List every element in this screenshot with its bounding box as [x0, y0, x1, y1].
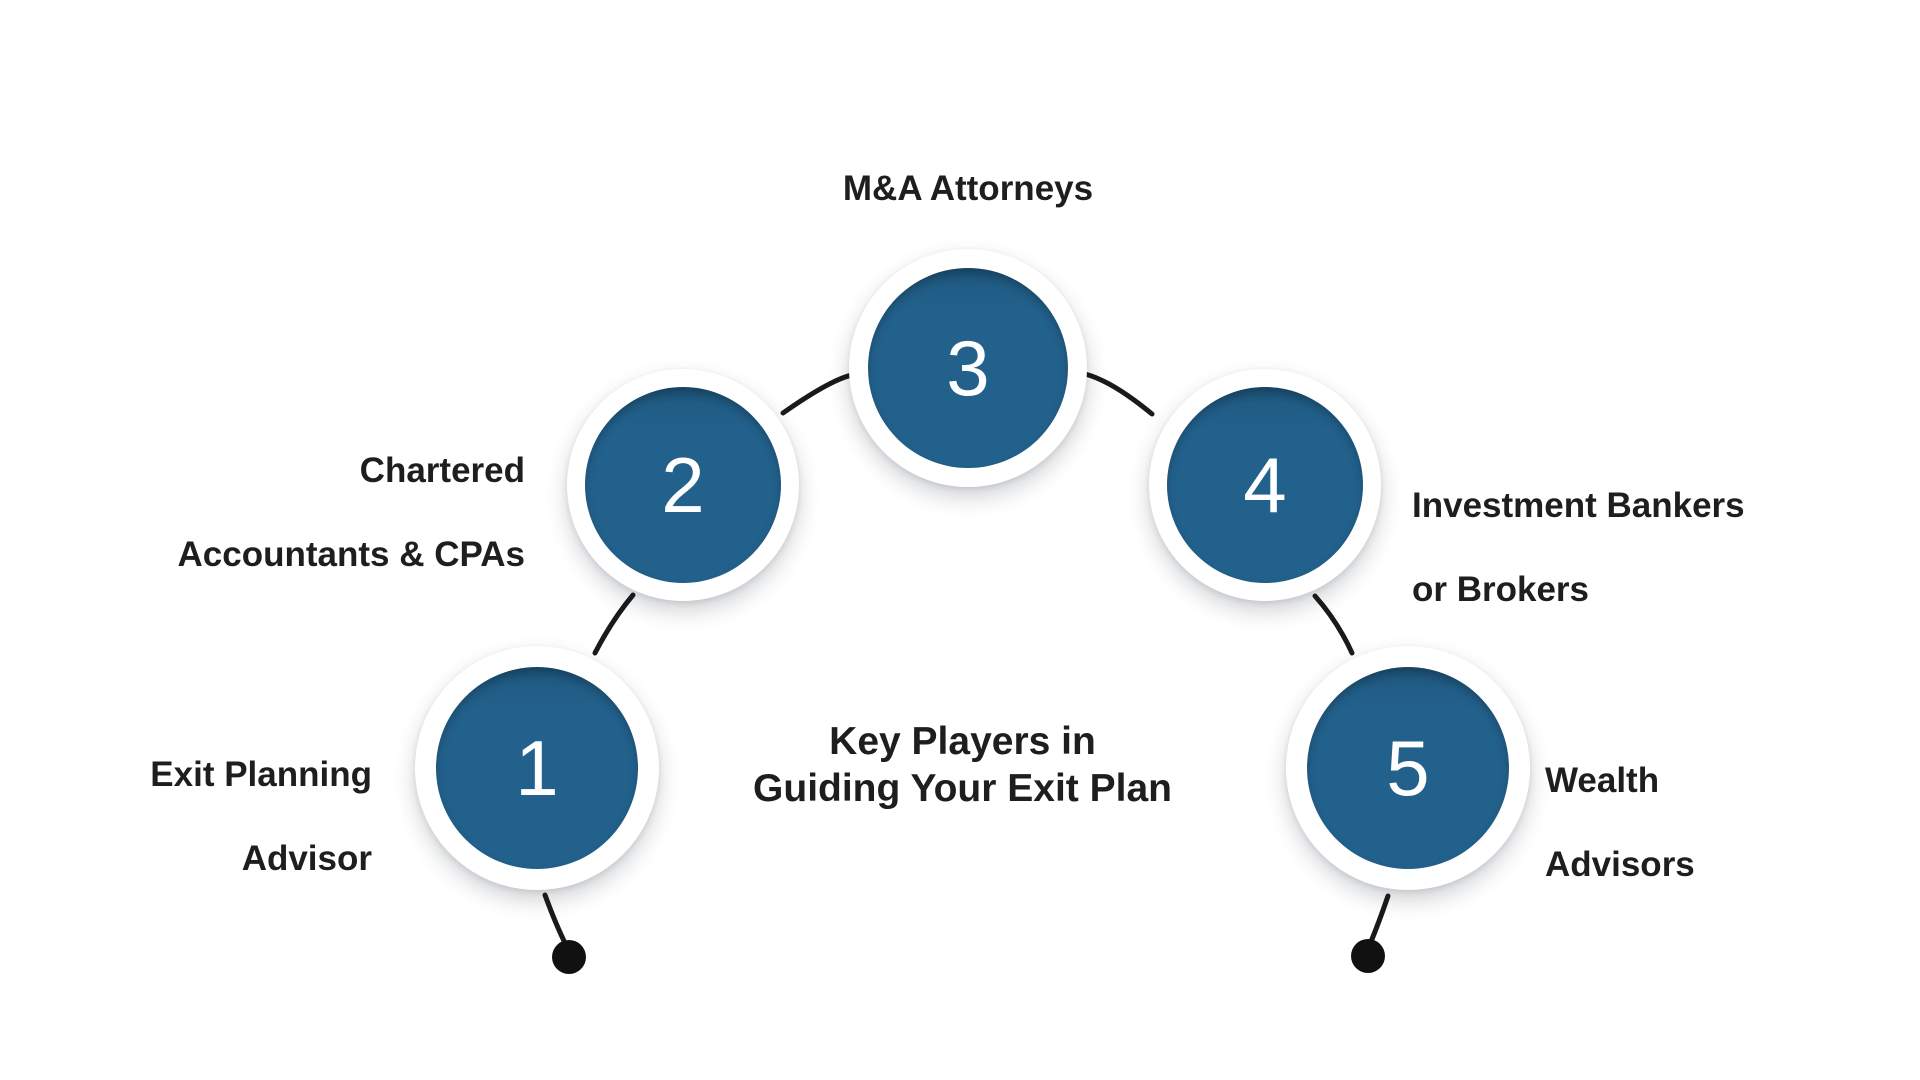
node-circle-4[interactable]: 4 [1149, 369, 1381, 601]
connector-2-3 [780, 372, 855, 416]
node-label-1-line2: Advisor [241, 839, 372, 878]
tail-line-right [1367, 893, 1391, 947]
node-disc-1: 1 [436, 667, 638, 869]
node-label-4-line1: Investment Bankers [1412, 486, 1745, 525]
node-number-3: 3 [946, 324, 990, 412]
tail-line-left [542, 892, 569, 948]
connector-4-5 [1312, 593, 1355, 656]
node-disc-2: 2 [585, 387, 781, 583]
node-label-1: Exit Planning Advisor [60, 712, 372, 880]
tail-dot-right [1351, 939, 1385, 973]
node-circle-3[interactable]: 3 [849, 249, 1087, 487]
node-label-5-line1: Wealth [1545, 761, 1660, 800]
node-label-4-line2: or Brokers [1412, 570, 1590, 609]
node-number-1: 1 [515, 724, 559, 812]
connector-1-2 [592, 592, 636, 656]
diagram-title-line1: Key Players in [829, 720, 1096, 763]
diagram-title: Key Players in Guiding Your Exit Plan [690, 718, 1235, 812]
diagram-title-line2: Guiding Your Exit Plan [753, 767, 1172, 811]
node-number-2: 2 [661, 441, 705, 529]
node-label-5: Wealth Advisors [1545, 718, 1865, 886]
node-label-2: Chartered Accountants & CPAs [60, 408, 525, 576]
node-disc-5: 5 [1307, 667, 1509, 869]
node-number-5: 5 [1386, 724, 1430, 812]
node-label-2-line1: Chartered [359, 451, 525, 490]
node-label-4: Investment Bankers or Brokers [1412, 443, 1882, 611]
node-label-1-line1: Exit Planning [150, 755, 372, 794]
node-disc-4: 4 [1167, 387, 1363, 583]
node-label-3: M&A Attorneys [842, 169, 1094, 208]
node-circle-5[interactable]: 5 [1286, 646, 1530, 890]
connector-3-4 [1082, 371, 1155, 417]
node-label-5-line2: Advisors [1545, 845, 1695, 884]
node-number-4: 4 [1243, 441, 1287, 529]
node-disc-3: 3 [868, 268, 1068, 468]
node-label-2-line2: Accountants & CPAs [177, 535, 525, 574]
tail-dot-left [552, 940, 586, 974]
node-circle-1[interactable]: 1 [415, 646, 659, 890]
node-circle-2[interactable]: 2 [567, 369, 799, 601]
